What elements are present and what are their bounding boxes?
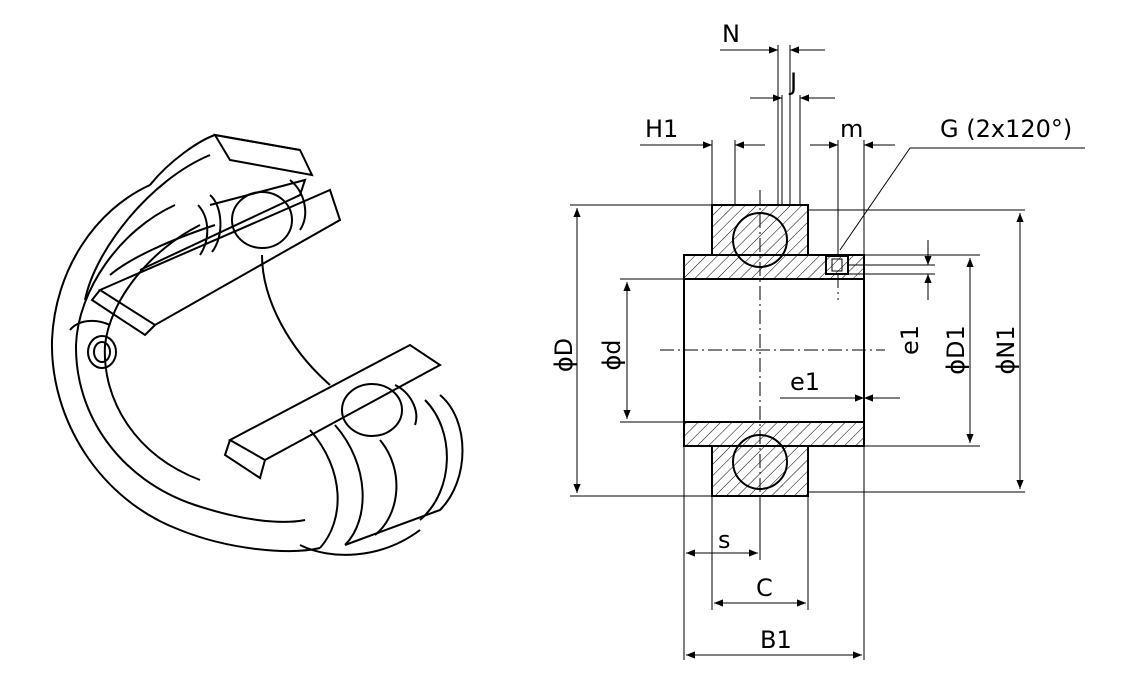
- label-s: s: [718, 526, 731, 554]
- setscrew-hole-inner: [93, 341, 111, 363]
- upper-housing-rib-2: [109, 224, 216, 276]
- lower-ring-layer-5: [344, 394, 464, 546]
- upper-seal-a: [209, 194, 222, 253]
- outer-ring-edge-3: [103, 224, 201, 481]
- upper-housing-block: [97, 188, 342, 327]
- left-lug: [69, 319, 111, 331]
- outer-ring-inner-edge: [74, 204, 306, 523]
- setscrew-hole-outer: [87, 335, 117, 369]
- label-e1-horizontal: e1: [790, 368, 820, 396]
- label-J: J: [788, 68, 797, 96]
- setscrew-inner: [831, 258, 843, 272]
- label-N1: ϕN1: [992, 325, 1020, 374]
- lower-ring-layer-4: [419, 399, 448, 521]
- label-H1: H1: [645, 115, 678, 143]
- outer-ring-top-cap: [213, 133, 314, 177]
- label-e1-vertical: e1: [896, 325, 924, 355]
- lower-housing-side: [223, 439, 266, 480]
- section-view: N J H1 m G (2x120°) ϕD ϕd e1 ϕD1 ϕN1 e1 …: [550, 20, 1085, 660]
- label-d: ϕd: [598, 339, 626, 370]
- leader-G: [839, 147, 911, 251]
- lower-ball: [341, 383, 403, 437]
- upper-housing-rib: [139, 178, 307, 271]
- lower-ring-layer-2: [334, 424, 364, 546]
- lower-housing-block: [227, 343, 442, 462]
- upper-seal-b: [289, 179, 307, 231]
- inner-ring-bottom-hatch: [684, 422, 864, 446]
- isometric-bearing-view: [50, 133, 464, 556]
- label-D1: ϕD1: [942, 325, 970, 375]
- lower-ring-layer-1: [309, 429, 339, 549]
- upper-ball: [231, 191, 293, 249]
- upper-seal-c: [197, 204, 209, 256]
- outer-ring-edge-4: [84, 154, 211, 301]
- upper-housing-side: [90, 289, 156, 337]
- sleeve-inner-curve: [261, 254, 331, 386]
- lower-ring-layer-3: [374, 439, 398, 536]
- lower-ring-outline: [299, 529, 421, 556]
- label-D: ϕD: [550, 338, 578, 372]
- label-G: G (2x120°): [940, 115, 1072, 143]
- label-m: m: [840, 115, 863, 143]
- outer-ring-shell: [50, 184, 321, 552]
- label-C: C: [756, 574, 773, 602]
- label-B1: B1: [760, 626, 792, 654]
- label-N: N: [722, 20, 740, 48]
- lower-seal: [394, 384, 418, 426]
